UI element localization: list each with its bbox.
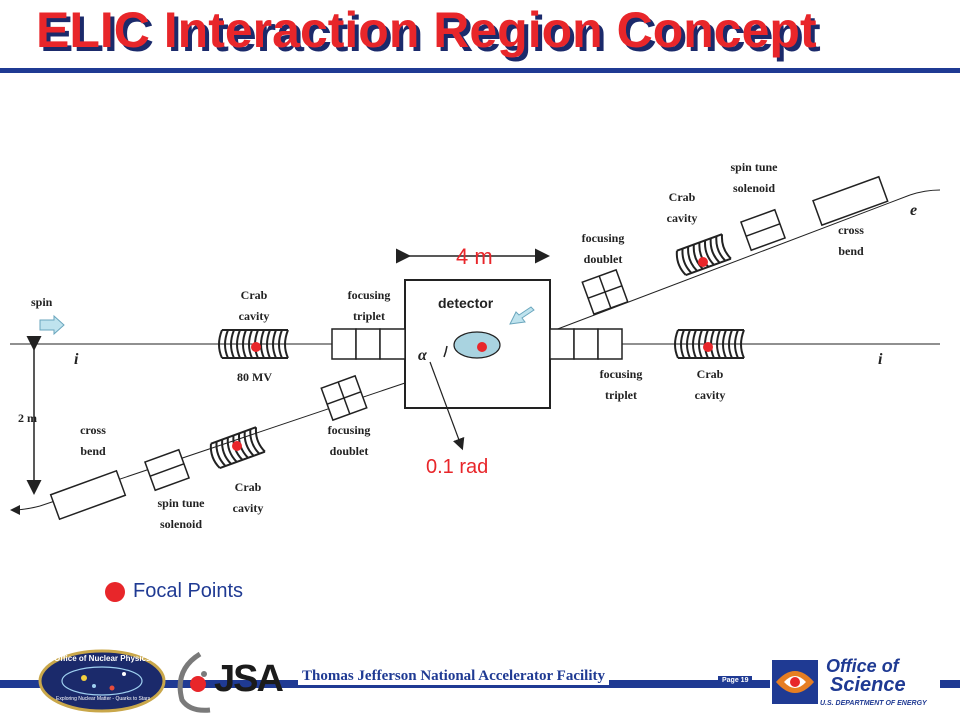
science-line3: U.S. DEPARTMENT OF ENERGY [820, 700, 927, 707]
jsa-text: JSA [214, 658, 284, 700]
focusing-triplet-left [331, 328, 406, 360]
two-m-label: 2 m [18, 411, 37, 425]
angle-arc [443, 345, 448, 358]
facility-name: Thomas Jefferson National Accelerator Fa… [298, 668, 609, 685]
nuclear-physics-top-text: Office of Nuclear Physics [54, 654, 151, 663]
spin-tune-solenoid-lower [143, 448, 191, 492]
crab-cavity-ul-line2: cavity [238, 309, 270, 323]
focusing-triplet-left-label: focusing triplet [332, 285, 406, 327]
focal-point-crab-right [703, 342, 713, 352]
crab-cavity-upper-label: Crab cavity [652, 187, 712, 229]
focusing-triplet-right [549, 328, 623, 360]
four-m-label: 4 m [456, 244, 493, 269]
page-number: Page 19 [718, 676, 753, 685]
nuclear-physics-bottom-text: Exploring Nuclear Matter - Quarks to Sta… [56, 696, 151, 702]
crab-cavity-r-line2: cavity [694, 388, 726, 402]
cbu-line1: cross [838, 223, 864, 237]
fdl-line2: doublet [329, 444, 369, 458]
crab-cavity-right-label: Crab cavity [680, 364, 740, 406]
focal-point-crab-lower [232, 441, 242, 451]
fdl-line1: focusing [327, 423, 371, 437]
crab-cavity-lower-label: Crab cavity [218, 477, 278, 519]
crab-cavity-r-line1: Crab [696, 367, 724, 381]
cross-bend-upper-label: cross bend [826, 220, 876, 262]
nuclear-physics-logo: Office of Nuclear Physics Exploring Nucl… [34, 646, 170, 716]
jsa-logo: JSA [170, 650, 284, 714]
cross-bend-lower-label: cross bend [68, 420, 118, 462]
focusing-doublet-upper-label: focusing doublet [566, 228, 640, 270]
ftr-line2: triplet [605, 388, 637, 402]
ftl-line2: triplet [353, 309, 385, 323]
spin-label: spin [31, 295, 53, 309]
fdu-line1: focusing [581, 231, 625, 245]
detector-label: detector [438, 295, 494, 311]
ftl-line1: focusing [347, 288, 391, 302]
spin-tune-solenoid-lower-label: spin tune solenoid [143, 493, 219, 535]
crab-cavity-ul-line1: Crab [240, 288, 268, 302]
angle-arrow [429, 361, 465, 451]
crab-cavity-l-line2: cavity [232, 501, 264, 515]
focal-point-ip [477, 342, 487, 352]
crab-cavity-u-line1: Crab [668, 190, 696, 204]
focusing-doublet-lower [320, 374, 368, 422]
i-left-label: i [74, 351, 79, 368]
i-right-label: i [878, 351, 883, 368]
office-of-science-logo: Office of Science U.S. DEPARTMENT OF ENE… [770, 656, 940, 718]
science-line1: Office of [826, 656, 899, 676]
cross-bend-upper [812, 175, 889, 227]
stsu-line2: solenoid [732, 181, 775, 195]
page-title-shadow: ELIC Interaction Region Concept [40, 6, 821, 62]
page-title: ELIC Interaction Region Concept [36, 2, 817, 58]
alpha-label: α [418, 347, 427, 364]
nuclear-physics-logo-art [38, 649, 166, 713]
cbl-line2: bend [80, 444, 106, 458]
legend-focal-dot [105, 582, 125, 602]
crab-cavity-u-line2: cavity [666, 211, 698, 225]
focal-point-crab-upper [698, 257, 708, 267]
ip-spin-arrow [509, 306, 535, 325]
crab-cavity-l-line1: Crab [234, 480, 262, 494]
ftr-line1: focusing [599, 367, 643, 381]
focal-points-legend: Focal Points [133, 580, 244, 602]
interaction-point [453, 331, 501, 359]
focusing-doublet-lower-label: focusing doublet [312, 420, 386, 462]
crab-cavity-left [218, 329, 289, 359]
crab-cavity-lower [209, 426, 266, 470]
science-line2: Science [830, 674, 906, 696]
cbu-line2: bend [838, 244, 864, 258]
crab-cavity-upper [675, 233, 732, 277]
title-block: ELIC Interaction Region Concept ELIC Int… [0, 0, 960, 62]
science-logo-mark [772, 660, 818, 704]
jsa-logo-art [177, 651, 211, 713]
crab-cavity-upper-left-label: Crab cavity [224, 285, 284, 327]
angle-label: 0.1 rad [426, 456, 489, 478]
title-rule [0, 68, 960, 73]
spin-tune-solenoid-upper-label: spin tune solenoid [716, 157, 792, 199]
e-label: e [910, 202, 918, 219]
voltage-label: 80 MV [237, 370, 272, 384]
spin-tune-solenoid-upper [739, 208, 787, 252]
focusing-doublet-upper [581, 268, 629, 316]
focal-point-crab-left [251, 342, 261, 352]
electron-curve-upper [909, 189, 941, 196]
fdu-line2: doublet [583, 252, 623, 266]
cbl-line1: cross [80, 423, 106, 437]
stsu-line1: spin tune [730, 160, 778, 174]
spin-arrow [39, 314, 65, 336]
cross-bend-lower [49, 469, 127, 521]
electron-curve-lower [10, 504, 41, 515]
stsl-line1: spin tune [157, 496, 205, 510]
focusing-triplet-right-label: focusing triplet [584, 364, 658, 406]
stsl-line2: solenoid [159, 517, 202, 531]
